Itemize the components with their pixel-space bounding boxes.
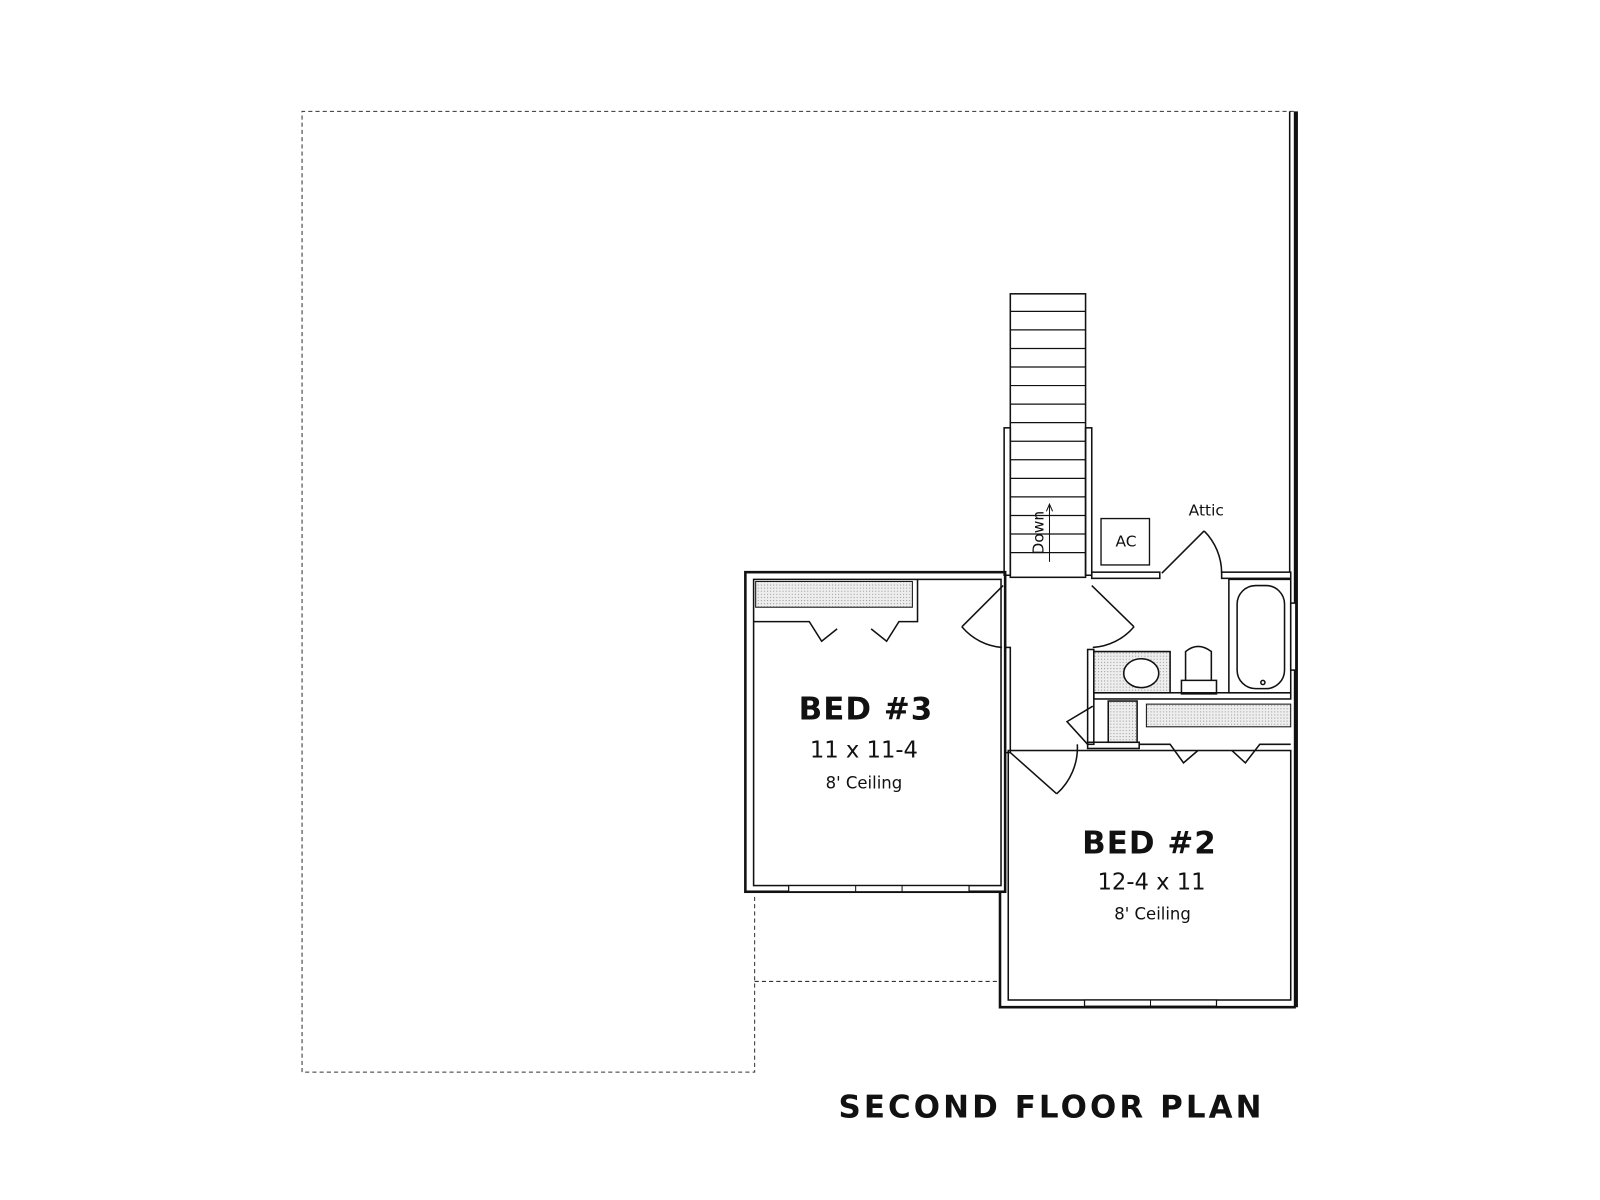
bathroom bbox=[1086, 578, 1297, 746]
bed2-closet bbox=[1139, 703, 1292, 765]
bed2-walls bbox=[998, 749, 1296, 1009]
bed3-closet bbox=[753, 579, 919, 643]
bed3-ceiling: 8' Ceiling bbox=[826, 774, 903, 793]
stairs-label: Down bbox=[1029, 511, 1047, 555]
bed2-size: 12-4 x 11 bbox=[1097, 870, 1205, 896]
linen-closet[interactable] bbox=[1065, 700, 1140, 750]
bed2-name: BED #2 bbox=[1082, 826, 1217, 862]
sink-icon bbox=[1122, 657, 1160, 689]
roof-outline bbox=[301, 110, 1294, 1073]
bed2-ceiling: 8' Ceiling bbox=[1114, 905, 1191, 924]
toilet-icon bbox=[1180, 645, 1218, 695]
bed3-name: BED #3 bbox=[799, 692, 934, 728]
attic-label: Attic bbox=[1189, 501, 1224, 519]
ac-unit bbox=[1100, 517, 1151, 566]
bathtub-icon bbox=[1236, 584, 1286, 690]
attic-door[interactable] bbox=[1090, 530, 1292, 580]
staircase bbox=[1003, 293, 1093, 579]
bed3-size: 11 x 11-4 bbox=[810, 738, 918, 764]
plan-title: SECOND FLOOR PLAN bbox=[838, 1090, 1264, 1126]
bed3-walls bbox=[744, 570, 1007, 894]
exterior-walls bbox=[1288, 111, 1298, 1008]
ac-label: AC bbox=[1115, 532, 1136, 550]
